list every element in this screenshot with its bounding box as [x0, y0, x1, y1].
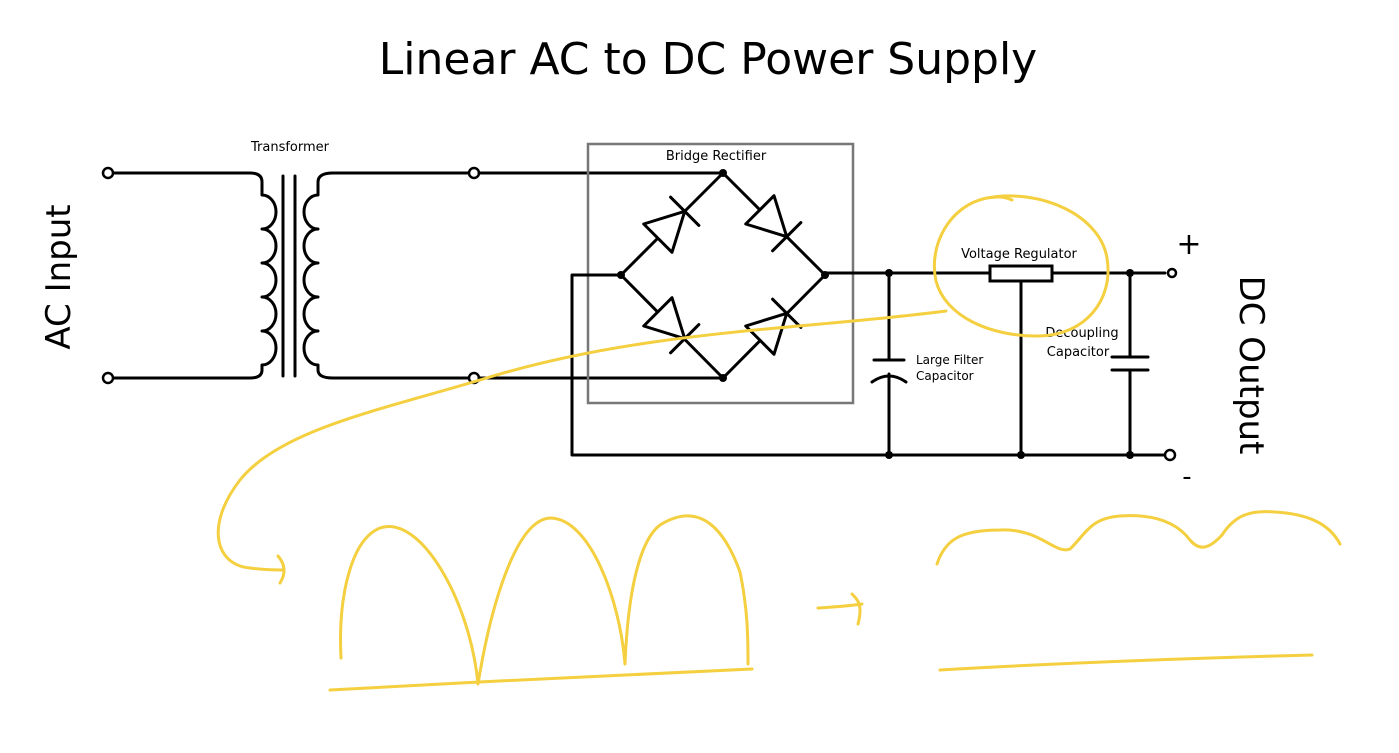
ac-input-terminal-bottom [101, 371, 115, 385]
voltage-regulator-label: Voltage Regulator [961, 247, 1077, 262]
smoothed-wave-sketch [935, 510, 1342, 566]
bridge-node-bottom [719, 374, 727, 382]
ac-input-label: AC Input [39, 204, 79, 349]
dc-output-label: DC Output [1231, 276, 1271, 455]
ac-input-terminal-top [101, 166, 115, 180]
negative-rail [570, 273, 1177, 462]
minus-sign: - [1182, 462, 1191, 492]
plus-sign: + [1176, 227, 1201, 262]
large-filter-label-line2: Capacitor [916, 369, 974, 383]
secondary-wiring [331, 166, 725, 385]
dc-output-terminal-plus [1166, 267, 1178, 279]
pointer-curve-annotation [216, 309, 948, 572]
diode-upper-left [642, 195, 701, 254]
voltage-regulator: Voltage Regulator [961, 247, 1078, 457]
secondary-coil [302, 171, 335, 380]
dc-output-terminal-minus [1163, 448, 1177, 462]
ac-input-wiring [101, 166, 252, 385]
decoupling-label-line2: Capacitor [1047, 345, 1110, 360]
page-title: Linear AC to DC Power Supply [379, 34, 1037, 85]
regulator-circle-annotation [933, 194, 1110, 338]
rectified-wave-baseline [328, 667, 754, 692]
bridge-rectifier-label: Bridge Rectifier [666, 149, 767, 164]
pointer-arrowhead-annotation [276, 554, 286, 585]
large-filter-capacitor: Large Filter Capacitor [870, 271, 983, 457]
primary-coil [248, 171, 278, 380]
transformer: Transformer [248, 140, 335, 380]
decoupling-label-line1: Decoupling [1045, 326, 1118, 341]
bridge-node-top [719, 169, 727, 177]
middle-arrow-head [850, 592, 862, 626]
bridge-rectifier-box [586, 142, 855, 405]
rectified-wave-sketch [339, 514, 750, 686]
middle-arrow-shaft [816, 602, 864, 610]
diode-bridge [617, 169, 829, 382]
large-filter-label-line1: Large Filter [916, 353, 983, 367]
diode-upper-right [744, 194, 803, 253]
decoupling-capacitor: Decoupling Capacitor [1045, 271, 1150, 457]
diode-lower-right [744, 297, 803, 356]
handwritten-annotations [216, 194, 1342, 692]
smoothed-wave-baseline [938, 653, 1314, 672]
transformer-label: Transformer [250, 140, 330, 155]
